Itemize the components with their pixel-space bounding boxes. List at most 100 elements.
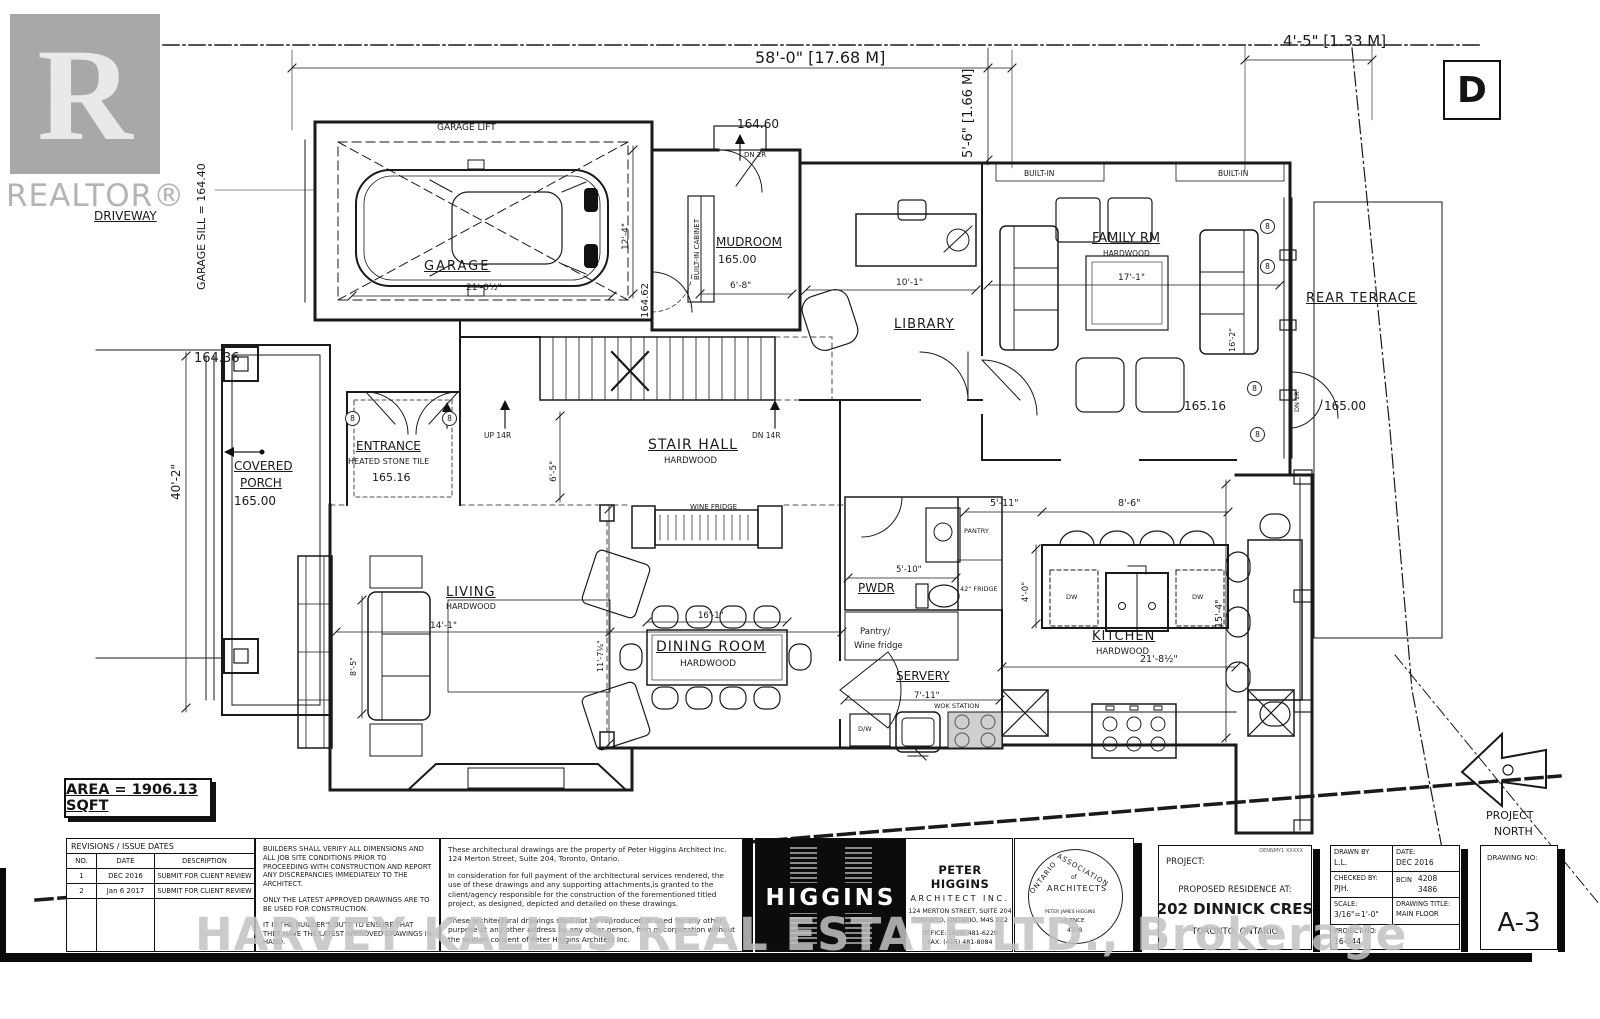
- garage-sill-elev: GARAGE SILL = 164.40: [195, 163, 208, 290]
- elev-driveway: 164.36: [194, 351, 240, 366]
- detail-marker: D: [1457, 69, 1487, 111]
- rear-terrace-label: REAR TERRACE: [1306, 291, 1417, 306]
- rev-1-no: 1: [67, 869, 97, 883]
- island-offset-dim: 5'-11": [990, 498, 1019, 509]
- titleblock-divider-bar: [1558, 849, 1565, 952]
- drawing-title-header: DRAWING TITLE:: [1396, 900, 1451, 908]
- architect-fax: FAX: (416) 481-8084: [927, 939, 993, 946]
- dining-floor-label: HARDWOOD: [680, 659, 737, 669]
- island-dw-left: DW: [1066, 593, 1078, 601]
- titleblock-divider-bar: [1461, 849, 1468, 952]
- garage-lift-label: GARAGE LIFT: [437, 123, 496, 133]
- drawing-number-box: DRAWING NO: A-3: [1480, 845, 1558, 950]
- family-dim: 17'-1": [1118, 273, 1146, 283]
- copyright-note: In consideration for full payment of the…: [448, 870, 724, 909]
- scale-value: 3/16"=1'-0": [1334, 910, 1379, 919]
- window-tag: 8: [1260, 259, 1275, 274]
- realtor-wordmark: REALTOR®: [6, 178, 186, 214]
- drawn-by-header: DRAWN BY: [1334, 848, 1370, 856]
- living-floor-label: HARDWOOD: [446, 602, 496, 611]
- stair-dn-label: DN 14R: [752, 431, 781, 440]
- dim-top-side: 5'-6" [1.66 M]: [961, 68, 976, 158]
- powder-dim: 5'-10": [896, 565, 922, 575]
- island-dw-right: DW: [1192, 593, 1204, 601]
- terrace-elev-out: 165.00: [1324, 399, 1366, 413]
- elev-164-62: 164.62: [640, 283, 651, 318]
- builtin-right-label: BUILT-IN: [1218, 169, 1249, 178]
- project-file-ref: DENNMY1 XXXXX: [1259, 848, 1303, 854]
- oaa-seal-box: ONTARIO ASSOCIATION of ARCHITECTS PETER …: [1014, 838, 1134, 952]
- architect-office: OFFICE: (416) 481-6229: [922, 930, 998, 937]
- architect-address-block: PETER HIGGINS ARCHITECT INC. 124 MERTON …: [908, 839, 1012, 951]
- area-value: AREA = 1906.13 SQFT: [66, 782, 198, 814]
- architect-inc: ARCHITECT INC.: [910, 894, 1010, 903]
- realtor-logo: R: [10, 14, 160, 174]
- scale-header: SCALE:: [1334, 900, 1358, 908]
- wok-station-label: WOK STATION: [934, 702, 980, 710]
- sheet-border-left: [0, 868, 6, 958]
- titleblock-divider-bar: [743, 838, 753, 952]
- rev-2-date: Jan 6 2017: [97, 884, 155, 898]
- drawing-no-header: DRAWING NO:: [1487, 853, 1538, 862]
- builder-note: ONLY THE LATEST APPROVED DRAWINGS ARE TO…: [263, 896, 430, 913]
- elev-164-60: 164.60: [737, 117, 779, 131]
- servery-dw-label: D/W: [858, 725, 872, 733]
- architect-addr-2: TORONTO, ONTARIO, M4S 2Z2: [912, 917, 1008, 924]
- mudroom-elev: 165.00: [718, 253, 757, 266]
- servery-label: SERVERY: [896, 669, 950, 683]
- pantry-note-1: Pantry/: [860, 627, 891, 637]
- kitchen-label: KITCHEN: [1092, 629, 1156, 644]
- living-width-dim: 14'-1": [430, 621, 458, 631]
- library-label: LIBRARY: [894, 317, 955, 332]
- family-floor-label: HARDWOOD: [1103, 249, 1150, 258]
- project-north-label-2: NORTH: [1494, 825, 1533, 838]
- brokerage-watermark: HARVEY KALLES REAL ESTATE LTD., Brokerag…: [195, 908, 1408, 961]
- entrance-label: ENTRANCE: [356, 439, 421, 453]
- family-room-label: FAMILY RM: [1092, 231, 1161, 246]
- covered-porch-label-1: COVERED: [234, 459, 293, 473]
- checked-by-value: PJH.: [1334, 884, 1349, 893]
- project-city: TORONTO, ONTARIO: [1191, 927, 1279, 937]
- pantry-label: PANTRY: [964, 527, 989, 535]
- window-tag: 8: [1250, 427, 1265, 442]
- drawn-by-value: L.L.: [1334, 858, 1348, 867]
- builder-note: BUILDERS SHALL VERIFY ALL DIMENSIONS AND…: [263, 845, 432, 889]
- builtin-left-label: BUILT-IN: [1024, 169, 1055, 178]
- copyright-note: These architectural drawings shall not b…: [448, 915, 735, 944]
- architect-name: PETER HIGGINS: [930, 863, 990, 891]
- rev-1-desc: SUBMIT FOR CLIENT REVIEW: [157, 872, 252, 880]
- terrace-elev-in: 165.16: [1184, 399, 1226, 413]
- kitchen-floor-label: HARDWOOD: [1096, 647, 1149, 657]
- rev-1-date: DEC 2016: [97, 869, 155, 883]
- covered-porch-label-2: PORCH: [240, 476, 282, 490]
- bay-depth-dim: 15'-4": [1214, 599, 1225, 628]
- date-value: DEC 2016: [1396, 858, 1434, 867]
- window-tag: 8: [345, 411, 360, 426]
- revisions-col-no: NO.: [67, 854, 97, 868]
- fridge-42-label: 42" FRIDGE: [960, 585, 998, 593]
- porch-elev: 165.00: [234, 494, 276, 508]
- dining-dim: 16'-1": [698, 611, 724, 621]
- revision-row-empty: [67, 899, 254, 951]
- island-width-dim: 8'-6": [1118, 498, 1141, 509]
- entrance-floor-label: HEATED STONE TILE: [348, 457, 430, 466]
- living-label: LIVING: [446, 585, 496, 600]
- stair-hall-label: STAIR HALL: [648, 437, 738, 453]
- seal-member-name: PETER JAMES HIGGINS: [1045, 910, 1096, 915]
- titleblock-divider-bar: [1313, 849, 1320, 952]
- dim-right-side: 4'-5" [1.33 M]: [1283, 32, 1387, 50]
- project-no-value: 16-044: [1334, 937, 1361, 946]
- revision-row: 2 Jan 6 2017 SUBMIT FOR CLIENT REVIEW: [67, 884, 254, 899]
- seal-licence-number: 4208: [1067, 927, 1083, 934]
- area-box: AREA = 1906.13 SQFT: [64, 778, 212, 818]
- dining-room-label: DINING ROOM: [656, 639, 767, 655]
- date-header: DATE:: [1396, 848, 1416, 856]
- seal-licence-label: LICENCE: [1061, 918, 1085, 924]
- revisions-header-row: NO. DATE DESCRIPTION: [67, 854, 254, 869]
- revisions-col-desc: DESCRIPTION: [182, 857, 227, 865]
- rev-2-desc: SUBMIT FOR CLIENT REVIEW: [157, 887, 252, 895]
- sheet-border-bottom: [0, 953, 1532, 962]
- garage-width-dim: 21'-0½": [466, 283, 502, 293]
- window-tag: 8: [1260, 219, 1275, 234]
